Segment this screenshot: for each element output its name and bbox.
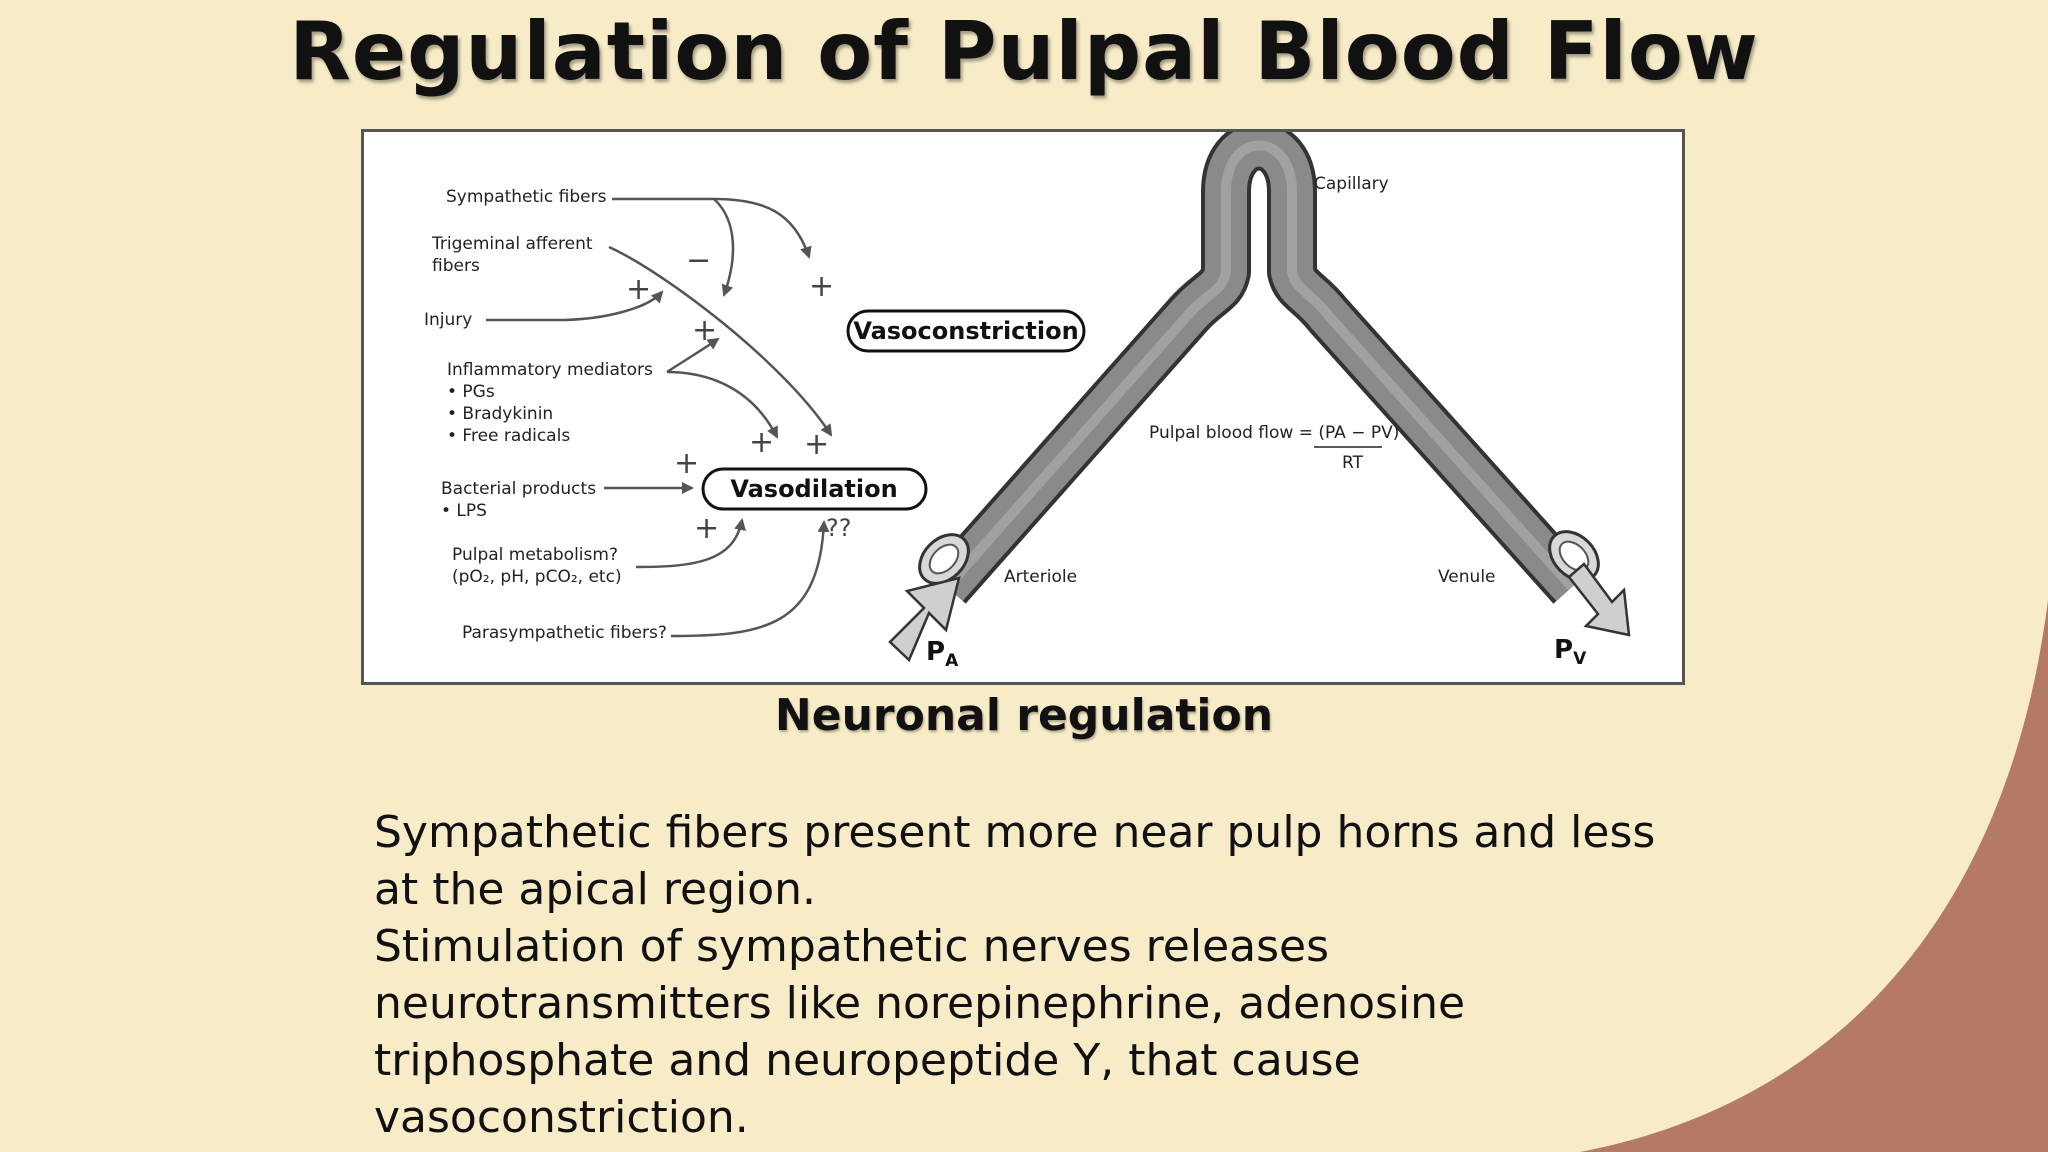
sign-plus-inflammatory-trigeminal: + [692, 313, 717, 348]
figure-caption: Neuronal regulation [774, 690, 1274, 741]
body-text: Sympathetic fibers present more near pul… [374, 804, 1674, 1146]
sign-plus-metabolism: + [694, 511, 719, 546]
svg-text:PV: PV [1554, 635, 1587, 669]
arrow-inflammatory-to-trigeminal [666, 337, 720, 374]
pulpal-blood-flow-diagram: Sympathetic fibers Trigeminal afferent f… [361, 129, 1685, 685]
sign-plus-injury: + [626, 272, 651, 307]
label-bradykinin: • Bradykinin [447, 404, 553, 424]
vasodilation-label: Vasodilation [730, 475, 897, 503]
label-injury: Injury [424, 310, 472, 330]
blood-vessel [918, 132, 1600, 604]
label-arteriole: Arteriole [1004, 567, 1077, 587]
label-pgs: • PGs [447, 382, 495, 402]
label-bacterial-products: Bacterial products [441, 479, 596, 499]
label-flow-resistance: RT [1342, 453, 1364, 473]
sign-unknown-parasympathetic: ?? [826, 514, 851, 542]
sign-plus-trigeminal-vasodilation: + [804, 427, 829, 462]
label-pv: P [1554, 635, 1573, 665]
label-sympathetic-fibers: Sympathetic fibers [446, 187, 607, 207]
label-free-radicals: • Free radicals [447, 426, 570, 446]
slide-title: Regulation of Pulpal Blood Flow [289, 5, 1759, 98]
label-parasympathetic-fibers: Parasympathetic fibers? [462, 623, 667, 643]
vasodilation-node: Vasodilation [701, 467, 928, 511]
vasoconstriction-label: Vasoconstriction [853, 317, 1078, 345]
venous-outflow-arrow [1567, 562, 1631, 637]
label-inflammatory-mediators: Inflammatory mediators [447, 360, 653, 380]
label-venule: Venule [1438, 567, 1496, 587]
label-pv-subscript: V [1573, 649, 1587, 669]
arrow-parasympathetic-to-vasodilation [670, 520, 830, 638]
svg-text:PA: PA [926, 637, 959, 671]
label-capillary: Capillary [1314, 174, 1389, 194]
label-pulpal-metabolism: Pulpal metabolism? [452, 545, 618, 565]
sign-plus-inflammatory-vasodilation: + [749, 425, 774, 460]
arterial-inflow-arrow [888, 576, 961, 663]
arrow-metabolism-to-vasodilation [635, 518, 747, 569]
paragraph-sympathetic-stimulation: Stimulation of sympathetic nerves releas… [374, 921, 1466, 1143]
label-trigeminal-line1: Trigeminal afferent [431, 234, 593, 254]
arrow-injury-to-trigeminal [486, 290, 664, 322]
arrow-inflammatory-to-vasodilation [666, 370, 779, 439]
arrow-sympathetic-to-vasoconstriction [612, 197, 812, 259]
sign-minus-sympathetic: − [686, 243, 711, 278]
sign-plus-vasoconstriction: + [809, 269, 834, 304]
label-trigeminal-line2: fibers [432, 256, 480, 276]
arrow-sympathetic-inhibits-trigeminal [713, 198, 735, 297]
label-metabolism-params: (pO₂, pH, pCO₂, etc) [452, 567, 622, 587]
label-pa: P [926, 637, 945, 667]
sign-plus-bacterial: + [674, 446, 699, 481]
paragraph-sympathetic-distribution: Sympathetic fibers present more near pul… [374, 807, 1656, 915]
label-pa-subscript: A [945, 651, 959, 671]
arrow-trigeminal-to-vasodilation [608, 245, 833, 437]
label-flow-formula: Pulpal blood flow = (PA − PV) [1149, 423, 1399, 443]
label-lps: • LPS [441, 501, 487, 521]
vasoconstriction-node: Vasoconstriction [846, 309, 1086, 353]
